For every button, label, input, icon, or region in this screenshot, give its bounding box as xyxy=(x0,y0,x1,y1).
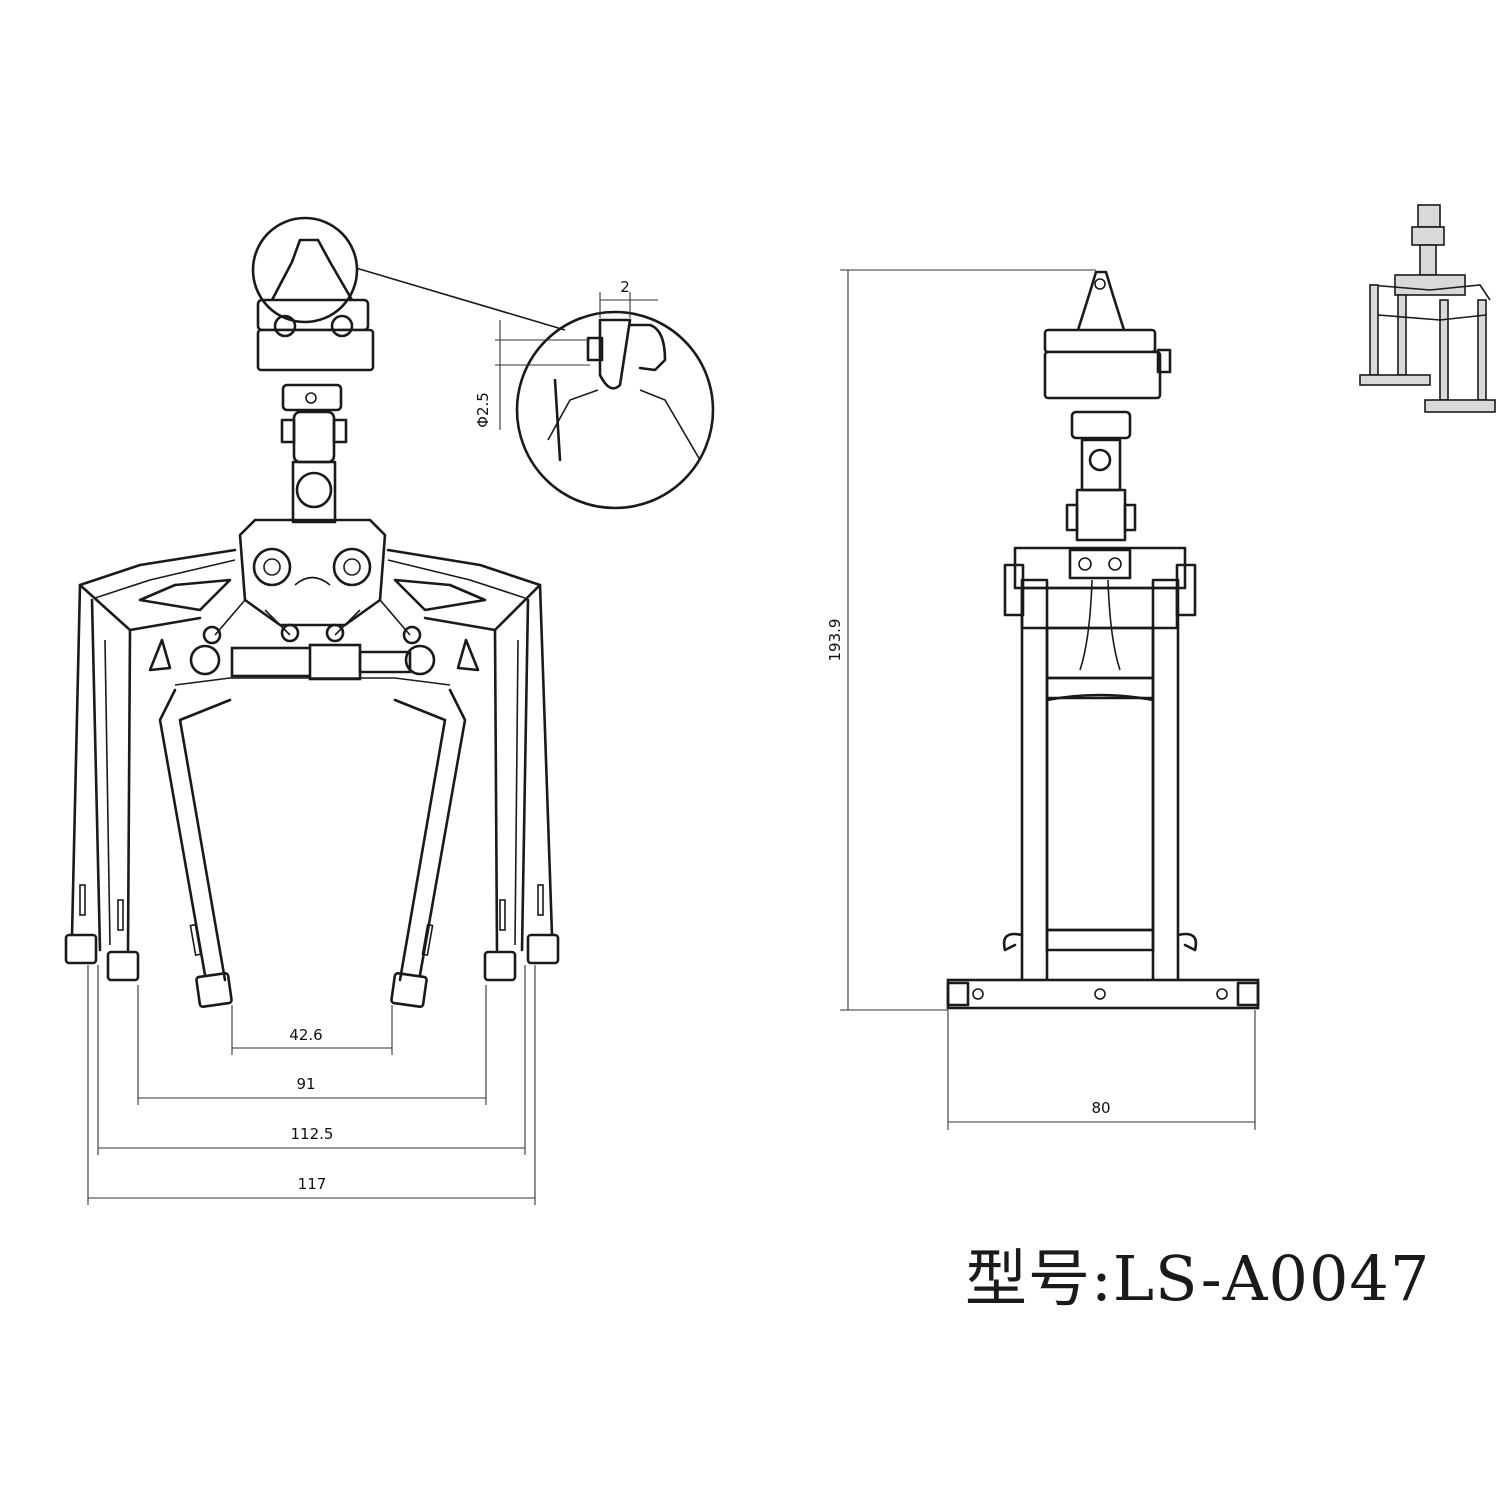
side-view xyxy=(946,270,1260,1010)
dim-front-overall: 117 xyxy=(298,1175,327,1193)
dim-front-outer: 112.5 xyxy=(291,1125,334,1143)
dim-front-mid: 91 xyxy=(296,1075,315,1093)
dim-detail-width: 2 xyxy=(620,278,630,296)
side-dimensions xyxy=(840,269,1256,1130)
dim-side-height: 193.9 xyxy=(826,619,844,662)
front-view xyxy=(64,238,560,1008)
dim-detail-hole: Φ2.5 xyxy=(474,392,492,428)
dimension-labels: 2 Φ2.5 42.6 91 112.5 117 193.9 80 xyxy=(289,278,1110,1193)
isometric-thumbnail xyxy=(1359,204,1496,413)
detail-callout-circle xyxy=(251,216,715,510)
dim-side-width: 80 xyxy=(1091,1099,1110,1117)
dim-front-inner-tip: 42.6 xyxy=(289,1026,322,1044)
model-number-label: 型号:LS-A0047 xyxy=(965,1242,1431,1315)
front-dimensions xyxy=(87,965,536,1205)
